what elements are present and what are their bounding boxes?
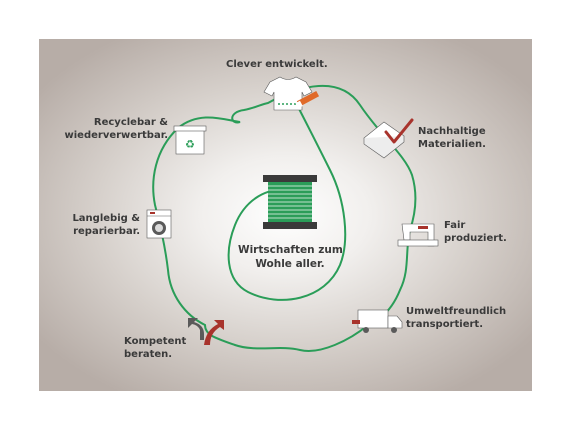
label-nachhaltige-materialien: Nachhaltige Materialien. — [418, 126, 486, 150]
label-umweltfreundlich-transportiert: Umweltfreundlich transportiert. — [406, 306, 507, 330]
direction-arrows-icon — [188, 318, 224, 345]
truck-icon — [352, 309, 403, 333]
washing-machine-icon — [146, 209, 172, 239]
label-clever-entwickelt: Clever entwickelt. — [226, 59, 328, 70]
fabric-check-icon — [363, 118, 414, 159]
label-recyclebar-wiederverwertbar: Recyclebar & wiederverwertbar. — [64, 117, 169, 141]
thread-path — [152, 84, 417, 352]
tshirt-icon — [263, 76, 320, 111]
sewing-machine-icon — [397, 223, 439, 247]
recycling-bin-icon: ♻ — [173, 125, 207, 155]
thread-spool-icon — [263, 175, 317, 229]
svg-text:♻: ♻ — [185, 138, 195, 151]
label-fair-produziert: Fair produziert. — [444, 220, 507, 244]
label-langlebig-reparierbar: Langlebig & reparierbar. — [72, 213, 140, 237]
label-kompetent-beraten: Kompetent beraten. — [124, 336, 187, 360]
center-label: Wirtschaften zum Wohle aller. — [238, 244, 343, 270]
